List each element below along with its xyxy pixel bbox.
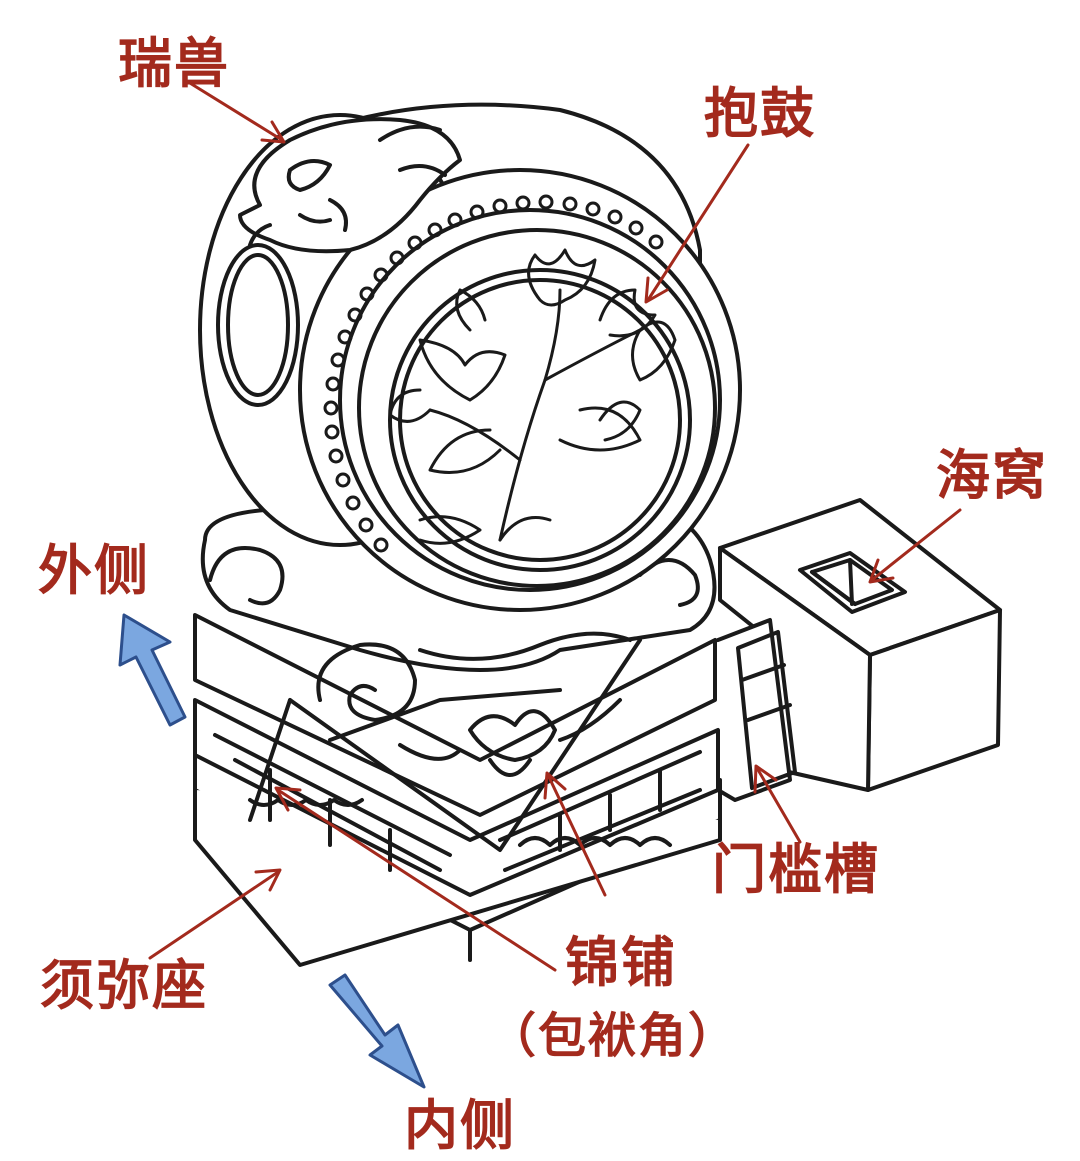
- sumeru-base: [193, 613, 722, 967]
- label-ruishou: 瑞兽: [118, 31, 230, 95]
- leader-baogu: [644, 143, 750, 304]
- label-haiwo: 海窝: [936, 443, 1048, 507]
- leader-haiwo: [868, 508, 962, 584]
- outer-side-arrow: [118, 613, 187, 727]
- leader-ruishou: [183, 78, 286, 144]
- threshold-block: [716, 498, 1002, 802]
- label-baofujiao: （包袱角）: [488, 1008, 739, 1064]
- leader-xumizuo: [148, 868, 282, 960]
- drum: [198, 102, 742, 612]
- label-menkancao: 门槛槽: [712, 837, 880, 901]
- label-jinpu: 锦铺: [565, 930, 677, 994]
- leader-jinpu-1: [274, 786, 557, 972]
- leader-jinpu-2: [543, 771, 607, 897]
- inner-side-arrow: [328, 973, 426, 1089]
- label-neice: 内侧: [404, 1093, 516, 1157]
- label-waice: 外侧: [38, 538, 150, 602]
- label-xumizuo: 须弥座: [40, 953, 208, 1017]
- leader-menkancao: [753, 764, 802, 844]
- label-baogu: 抱鼓: [704, 81, 816, 145]
